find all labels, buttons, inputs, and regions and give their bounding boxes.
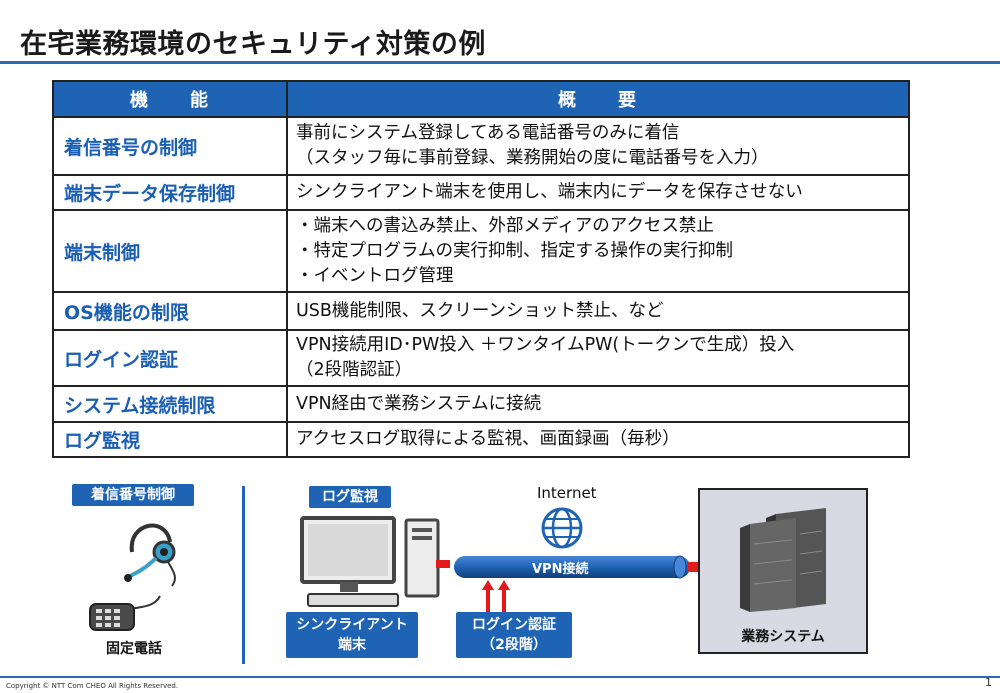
table-row: 着信番号の制御 事前にシステム登録してある電話番号のみに着信 （スタッフ毎に事前…: [52, 116, 910, 176]
description-line: （2段階認証）: [296, 360, 413, 380]
login-auth-label: ログイン認証 （2段階）: [456, 612, 572, 658]
footer-rule: [0, 676, 1000, 678]
section-divider: [242, 486, 245, 664]
auth-arrows-icon: [482, 580, 510, 612]
thin-client-monitor-icon: [300, 516, 440, 607]
description-line: 事前にシステム登録してある電話番号のみに着信: [296, 123, 680, 143]
feature-description: VPN経由で業務システムに接続: [286, 385, 910, 423]
log-monitoring-label: ログ監視: [309, 486, 391, 508]
feature-name: 着信番号の制御: [52, 116, 288, 176]
slide-title: 在宅業務環境のセキュリティ対策の例: [20, 29, 486, 60]
login-auth-label-line1: ログイン認証: [472, 617, 556, 633]
table-row: ログ監視 アクセスログ取得による監視、画面録画（毎秒）: [52, 421, 910, 458]
feature-name: ログ監視: [52, 421, 288, 458]
table-row: システム接続制限 VPN経由で業務システムに接続: [52, 385, 910, 423]
internet-label: Internet: [537, 484, 597, 502]
table-row: ログイン認証 VPN接続用ID･PW投入 ＋ワンタイムPW(トークンで生成）投入…: [52, 329, 910, 387]
copyright-text: Copyright © NTT Com CHEO All Rights Rese…: [6, 682, 179, 690]
table-row: OS機能の制限 USB機能制限、スクリーンショット禁止、など: [52, 291, 910, 331]
description-line: VPN経由で業務システムに接続: [296, 393, 542, 414]
server-icon: [740, 508, 826, 612]
description-line: ・イベントログ管理: [296, 265, 454, 286]
feature-description: 事前にシステム登録してある電話番号のみに着信 （スタッフ毎に事前登録、業務開始の…: [286, 116, 910, 176]
description-line: ・端末への書込み禁止、外部メディアのアクセス禁止: [296, 215, 714, 236]
globe-icon: [541, 507, 583, 549]
feature-name: システム接続制限: [52, 385, 288, 423]
page-number: 1: [985, 676, 992, 689]
feature-name: 端末制御: [52, 209, 288, 293]
business-system-box: 業務システム: [698, 488, 868, 654]
thin-client-label-line2: 端末: [338, 637, 366, 653]
table-header-row: 機 能 概 要: [52, 80, 910, 118]
header-summary: 概 要: [286, 80, 910, 118]
security-measures-table: 機 能 概 要 着信番号の制御 事前にシステム登録してある電話番号のみに着信 （…: [52, 80, 910, 458]
headset-icon: [124, 523, 176, 587]
business-system-label: 業務システム: [741, 629, 825, 645]
feature-description: アクセスログ取得による監視、画面録画（毎秒）: [286, 421, 910, 458]
thin-client-label: シンクライアント 端末: [286, 612, 418, 658]
description-line: VPN接続用ID･PW投入 ＋ワンタイムPW(トークンで生成）投入: [296, 335, 795, 355]
vpn-connection-label: VPN接続: [532, 562, 589, 577]
table-row: 端末制御 ・端末への書込み禁止、外部メディアのアクセス禁止 ・特定プログラムの実…: [52, 209, 910, 293]
feature-name: 端末データ保存制御: [52, 174, 288, 211]
description-line: シンクライアント端末を使用し、端末内にデータを保存させない: [296, 182, 803, 202]
description-line: USB機能制限、スクリーンショット禁止、など: [296, 300, 664, 321]
header-feature: 機 能: [52, 80, 288, 118]
feature-description: VPN接続用ID･PW投入 ＋ワンタイムPW(トークンで生成）投入 （2段階認証…: [286, 329, 910, 387]
table-row: 端末データ保存制御 シンクライアント端末を使用し、端末内にデータを保存させない: [52, 174, 910, 211]
login-auth-label-line2: （2段階）: [481, 637, 547, 653]
thin-client-label-line1: シンクライアント: [296, 617, 408, 633]
landline-label: 固定電話: [106, 641, 162, 657]
feature-description: シンクライアント端末を使用し、端末内にデータを保存させない: [286, 174, 910, 211]
description-line: （スタッフ毎に事前登録、業務開始の度に電話番号を入力）: [296, 148, 769, 168]
description-line: ・特定プログラムの実行抑制、指定する操作の実行抑制: [296, 240, 733, 261]
feature-name: ログイン認証: [52, 329, 288, 387]
feature-description: ・端末への書込み禁止、外部メディアのアクセス禁止 ・特定プログラムの実行抑制、指…: [286, 209, 910, 293]
feature-description: USB機能制限、スクリーンショット禁止、など: [286, 291, 910, 331]
caller-id-control-label: 着信番号制御: [72, 484, 194, 506]
landline-phone-icon: [89, 595, 161, 631]
description-line: アクセスログ取得による監視、画面録画（毎秒）: [296, 429, 680, 449]
title-rule: [0, 61, 1000, 64]
feature-name: OS機能の制限: [52, 291, 288, 331]
